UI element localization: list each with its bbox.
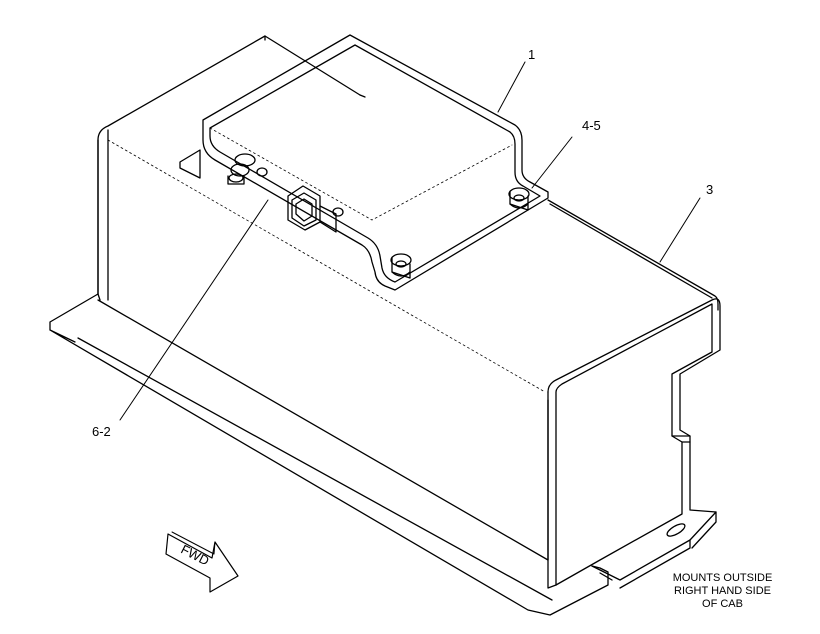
box-end-flange-lip: [547, 391, 557, 589]
mount-location-note: MOUNTS OUTSIDE RIGHT HAND SIDE OF CAB: [655, 572, 790, 611]
side-bolt: [332, 207, 344, 217]
callout-item-1: 1: [528, 47, 536, 62]
box-top-outline: [97, 35, 361, 295]
leader-item-6-2: [119, 199, 269, 421]
leader-item-4-5: [531, 136, 573, 189]
box-top-hidden-line: [107, 139, 546, 393]
housing-hidden-line: [209, 127, 513, 221]
mount-note-line-1: MOUNTS OUTSIDE: [672, 572, 773, 584]
box-top-right-inner: [549, 203, 713, 299]
callout-item-6-2: 6-2: [92, 424, 111, 439]
mount-note-line-3: OF CAB: [702, 598, 743, 610]
connector-fitting: [227, 153, 268, 185]
leader-item-1: [497, 61, 526, 113]
fwd-arrow: FWD: [165, 531, 239, 593]
upper-housing: [202, 34, 549, 291]
base-flange-edge: [689, 511, 717, 549]
box-end-face: [547, 298, 721, 513]
box-top-right: [547, 199, 719, 311]
connector-plug: [287, 185, 337, 233]
box-front-bottom: [97, 299, 549, 561]
box-front-left-edge: [97, 139, 101, 301]
box-top-back-edge: [264, 35, 366, 98]
callout-item-4-5: 4-5: [582, 118, 601, 133]
fwd-arrow-label: FWD: [178, 542, 211, 569]
leader-item-3: [659, 197, 701, 263]
bolt-front: [390, 253, 412, 279]
base-flange: [49, 293, 609, 616]
upper-housing-inner: [209, 44, 541, 283]
box-end-notch: [671, 435, 691, 443]
mount-note-line-2: RIGHT HAND SIDE: [674, 585, 771, 597]
connector-bracket: [179, 149, 201, 179]
box-end-face-inner: [555, 303, 713, 586]
flange-slot-hole: [666, 523, 686, 537]
callout-item-3: 3: [706, 182, 714, 197]
bolt-rear: [508, 187, 530, 211]
